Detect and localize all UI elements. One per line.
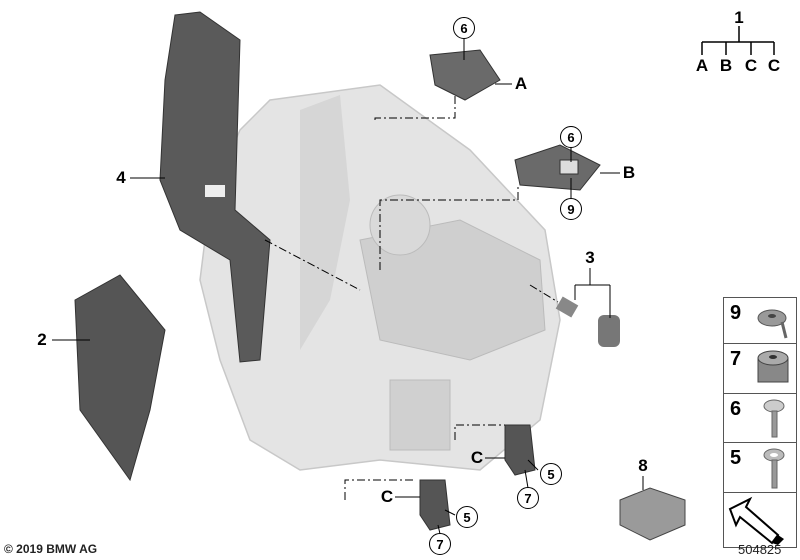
panel-item-9[interactable]: 9 [723, 297, 797, 344]
panel-item-7[interactable]: 7 [723, 343, 797, 394]
part-c-bracket-left [419, 479, 451, 531]
callout-a[interactable]: A [514, 74, 528, 93]
callout-a-circle-6[interactable]: 6 [453, 17, 475, 39]
callout-b[interactable]: B [622, 163, 636, 182]
callout-b-circle-9[interactable]: 9 [560, 198, 582, 220]
part-3-bulb [598, 315, 620, 347]
panel-item-number: 7 [730, 348, 742, 370]
part-8-box [619, 487, 686, 541]
panel-arrow[interactable] [723, 492, 797, 548]
panel-item-number: 5 [730, 447, 742, 469]
spring-nut-icon [757, 350, 789, 383]
part-2-cover [74, 274, 166, 482]
callout-part-4[interactable]: 4 [116, 168, 126, 187]
panel-item-6[interactable]: 6 [723, 393, 797, 443]
panel-item-5[interactable]: 5 [723, 442, 797, 493]
callout-c-right-circle-5[interactable]: 5 [540, 463, 562, 485]
callout-c-left[interactable]: C [380, 487, 394, 506]
panel-item-number: 9 [730, 302, 742, 324]
screw-icon [763, 399, 785, 438]
legend-branch-a: A [695, 56, 709, 75]
legend-top-number: 1 [734, 8, 744, 27]
callout-c-left-circle-7[interactable]: 7 [429, 533, 451, 555]
copyright: © 2019 BMW AG [4, 542, 98, 556]
callout-part-8[interactable]: 8 [638, 456, 648, 475]
clip-nut-icon [757, 309, 788, 339]
part-a-bracket [429, 49, 501, 101]
part-3-socket [555, 296, 579, 318]
callout-part-2[interactable]: 2 [37, 330, 47, 349]
callout-part-3[interactable]: 3 [585, 248, 595, 267]
callout-c-left-circle-5[interactable]: 5 [456, 506, 478, 528]
legend-branch-b: B [719, 56, 733, 75]
legend-branch-c1: C [744, 56, 758, 75]
arrow-icon [728, 496, 784, 545]
diagram-number: 504825 [738, 542, 782, 557]
callout-c-right[interactable]: C [470, 448, 484, 467]
callout-c-right-circle-7[interactable]: 7 [517, 487, 539, 509]
part-b-module [514, 144, 601, 191]
legend-branch-c2: C [767, 56, 781, 75]
part-c-bracket-right [504, 424, 536, 476]
callout-b-circle-6[interactable]: 6 [560, 126, 582, 148]
screw-with-washer-icon [763, 448, 785, 489]
panel-item-number: 6 [730, 398, 742, 420]
